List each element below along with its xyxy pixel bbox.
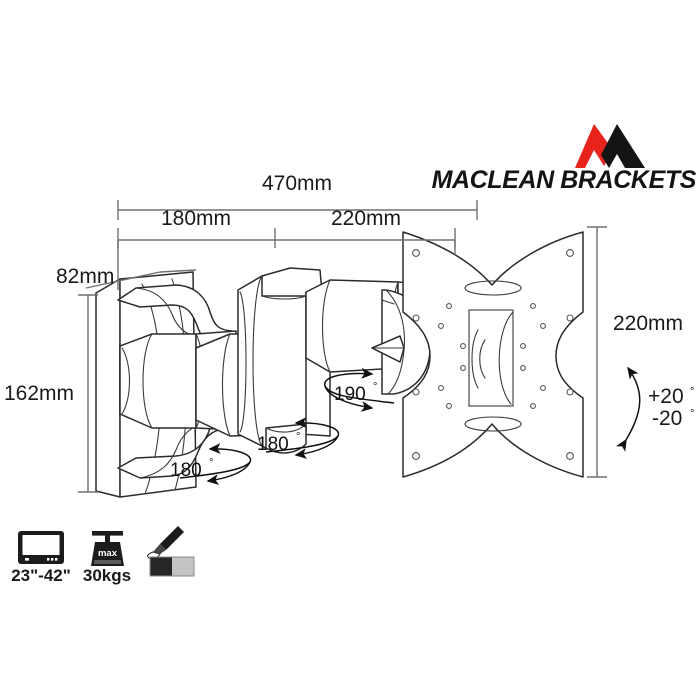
- mid-pivot-column: [237, 267, 323, 454]
- spec-label-max-weight: 30kgs: [83, 566, 131, 585]
- angle-degree-symbol-tilt-down: °: [690, 408, 694, 420]
- angle-label-tilt-up: +20: [648, 385, 684, 408]
- angle-degree-symbol-tilt-up: °: [690, 386, 694, 398]
- dim-label-plate-height: 162mm: [4, 382, 74, 405]
- dim-label-segment-second: 220mm: [331, 207, 401, 230]
- maclean-m-logo: [575, 124, 645, 168]
- angle-label-swivel-wall: 180: [170, 460, 202, 481]
- swivel-arrow-180-wall: [179, 443, 252, 485]
- angle-degree-symbol-wall: °: [209, 457, 213, 469]
- angle-label-swivel-mid: 180: [257, 434, 289, 455]
- swivel-arrow-180-mid: [265, 417, 340, 459]
- angle-degree-symbol-mid: °: [296, 431, 300, 443]
- spec-icon-paint-brush: [147, 526, 184, 560]
- spec-icon-tv-screen: [18, 531, 64, 564]
- spec-badge-max: max: [98, 548, 118, 559]
- brand-name: MACLEAN BRACKETS: [432, 166, 697, 194]
- dimension-lines: [78, 200, 607, 493]
- angle-label-tilt-down: -20: [652, 407, 682, 430]
- dim-label-plate-depth: 82mm: [56, 265, 114, 288]
- dim-label-vesa-height: 220mm: [613, 312, 683, 335]
- angle-label-swivel-head: 190: [334, 384, 366, 405]
- swivel-arrow-190: [324, 367, 395, 412]
- dim-label-extension-total: 470mm: [262, 172, 332, 195]
- spec-icon-finish-swatch: [149, 556, 195, 577]
- vesa-mount-plate: [402, 231, 584, 478]
- spec-label-screen-size: 23"-42": [11, 566, 71, 585]
- tilt-arrow-arc: [615, 366, 641, 452]
- wall-plate: [95, 271, 197, 498]
- angle-degree-symbol-head: °: [373, 381, 377, 393]
- dim-label-segment-first: 180mm: [161, 207, 231, 230]
- spec-icon-max-weight: [91, 531, 124, 566]
